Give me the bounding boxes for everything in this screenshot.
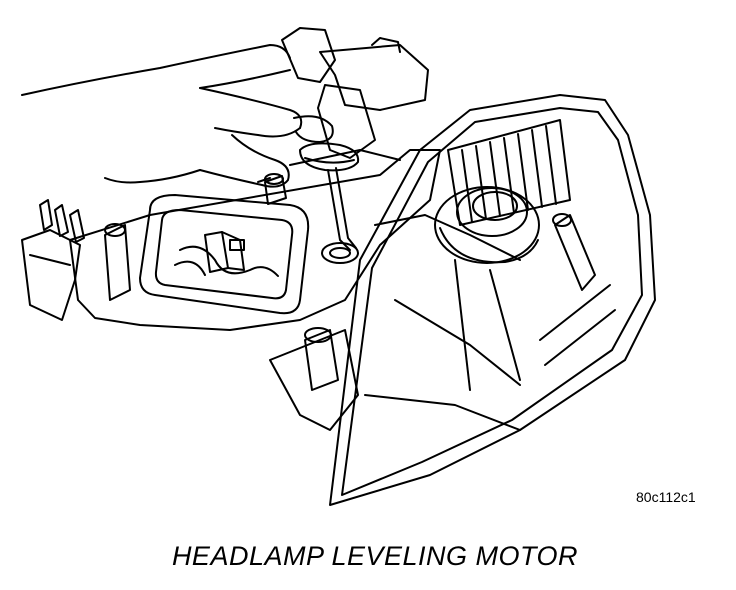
mounting-post-bottom (304, 327, 339, 391)
leveling-motor (281, 27, 429, 172)
electrical-connector-left (21, 199, 85, 321)
bulb-socket (434, 186, 540, 264)
figure-code-label: 80c112c1 (636, 489, 696, 505)
mounting-post-left (104, 223, 131, 301)
mounting-bracket (69, 149, 441, 431)
figure-caption: HEADLAMP LEVELING MOTOR (171, 541, 579, 571)
hand (21, 44, 334, 188)
leveling-motor-shaft (321, 167, 359, 264)
housing-vent-grille (447, 119, 571, 226)
access-hole-with-wiring (139, 194, 310, 315)
mounting-post-right (552, 213, 596, 291)
